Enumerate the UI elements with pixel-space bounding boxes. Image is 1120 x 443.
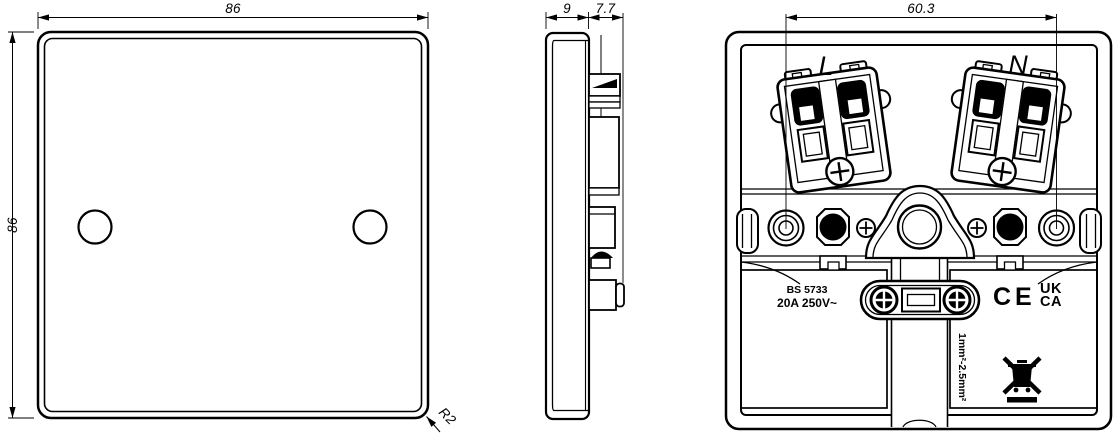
weee-icon bbox=[1002, 356, 1042, 403]
side-rear-protrusions bbox=[588, 73, 625, 311]
band-screw-left bbox=[856, 218, 876, 238]
side-plate-depth-label: 9 bbox=[563, 1, 571, 16]
front-view: 86 86 R2 bbox=[5, 1, 459, 433]
side-view: 9 7.7 bbox=[544, 1, 625, 421]
side-plate-inner-line bbox=[551, 39, 588, 412]
front-plate-inner-edge bbox=[43, 37, 423, 413]
conductor-range-marking: 1mm²-2.5mm² bbox=[956, 333, 968, 402]
fixing-centres-dim-label: 60.3 bbox=[907, 1, 935, 16]
side-cable-clamp-profile bbox=[588, 279, 617, 311]
rating-marking: 20A 250V~ bbox=[777, 296, 837, 310]
neutral-terminal-label: N bbox=[1008, 50, 1028, 80]
front-plate-outline bbox=[36, 30, 430, 420]
front-screw-hole-right bbox=[352, 209, 388, 245]
clamp-screw-left bbox=[869, 285, 899, 315]
front-height-dim-label: 86 bbox=[5, 217, 20, 233]
clamp-screw-right bbox=[942, 285, 972, 315]
center-cable-hole bbox=[896, 204, 943, 250]
corner-radius-label: R2 bbox=[436, 405, 459, 428]
side-terminal-body bbox=[588, 116, 620, 189]
central-arch-boss bbox=[864, 184, 976, 260]
live-terminal-label: L bbox=[818, 51, 833, 81]
ukca-mark-line1: UK bbox=[1040, 281, 1062, 297]
front-width-dimension: 86 bbox=[37, 1, 429, 29]
back-view: L N BS 5733 20A 250V~ CE UK CA 1mm²-2.5m… bbox=[724, 1, 1113, 431]
front-height-dimension: 86 bbox=[5, 31, 34, 419]
back-lower-panel-right bbox=[949, 269, 1098, 409]
wiring-port-right bbox=[993, 208, 1027, 271]
ukca-mark-line2: CA bbox=[1040, 294, 1062, 310]
front-width-dim-label: 86 bbox=[225, 1, 241, 16]
side-depth-dimension: 9 7.7 bbox=[545, 1, 624, 283]
standard-marking: BS 5733 bbox=[787, 284, 828, 296]
band-screw-right bbox=[967, 218, 987, 238]
fixing-centres-dimension: 60.3 bbox=[785, 1, 1057, 229]
front-screw-hole-left bbox=[77, 209, 113, 245]
ce-mark: CE bbox=[993, 283, 1036, 311]
front-corner-radius-callout: R2 bbox=[426, 405, 459, 433]
side-clip-left bbox=[736, 208, 759, 254]
side-protrusion-depth-label: 7.7 bbox=[596, 1, 616, 16]
side-clip-right bbox=[1079, 208, 1102, 254]
wiring-port-left bbox=[816, 208, 850, 271]
back-lower-panel-left bbox=[740, 269, 888, 409]
cable-clamp bbox=[859, 279, 981, 321]
